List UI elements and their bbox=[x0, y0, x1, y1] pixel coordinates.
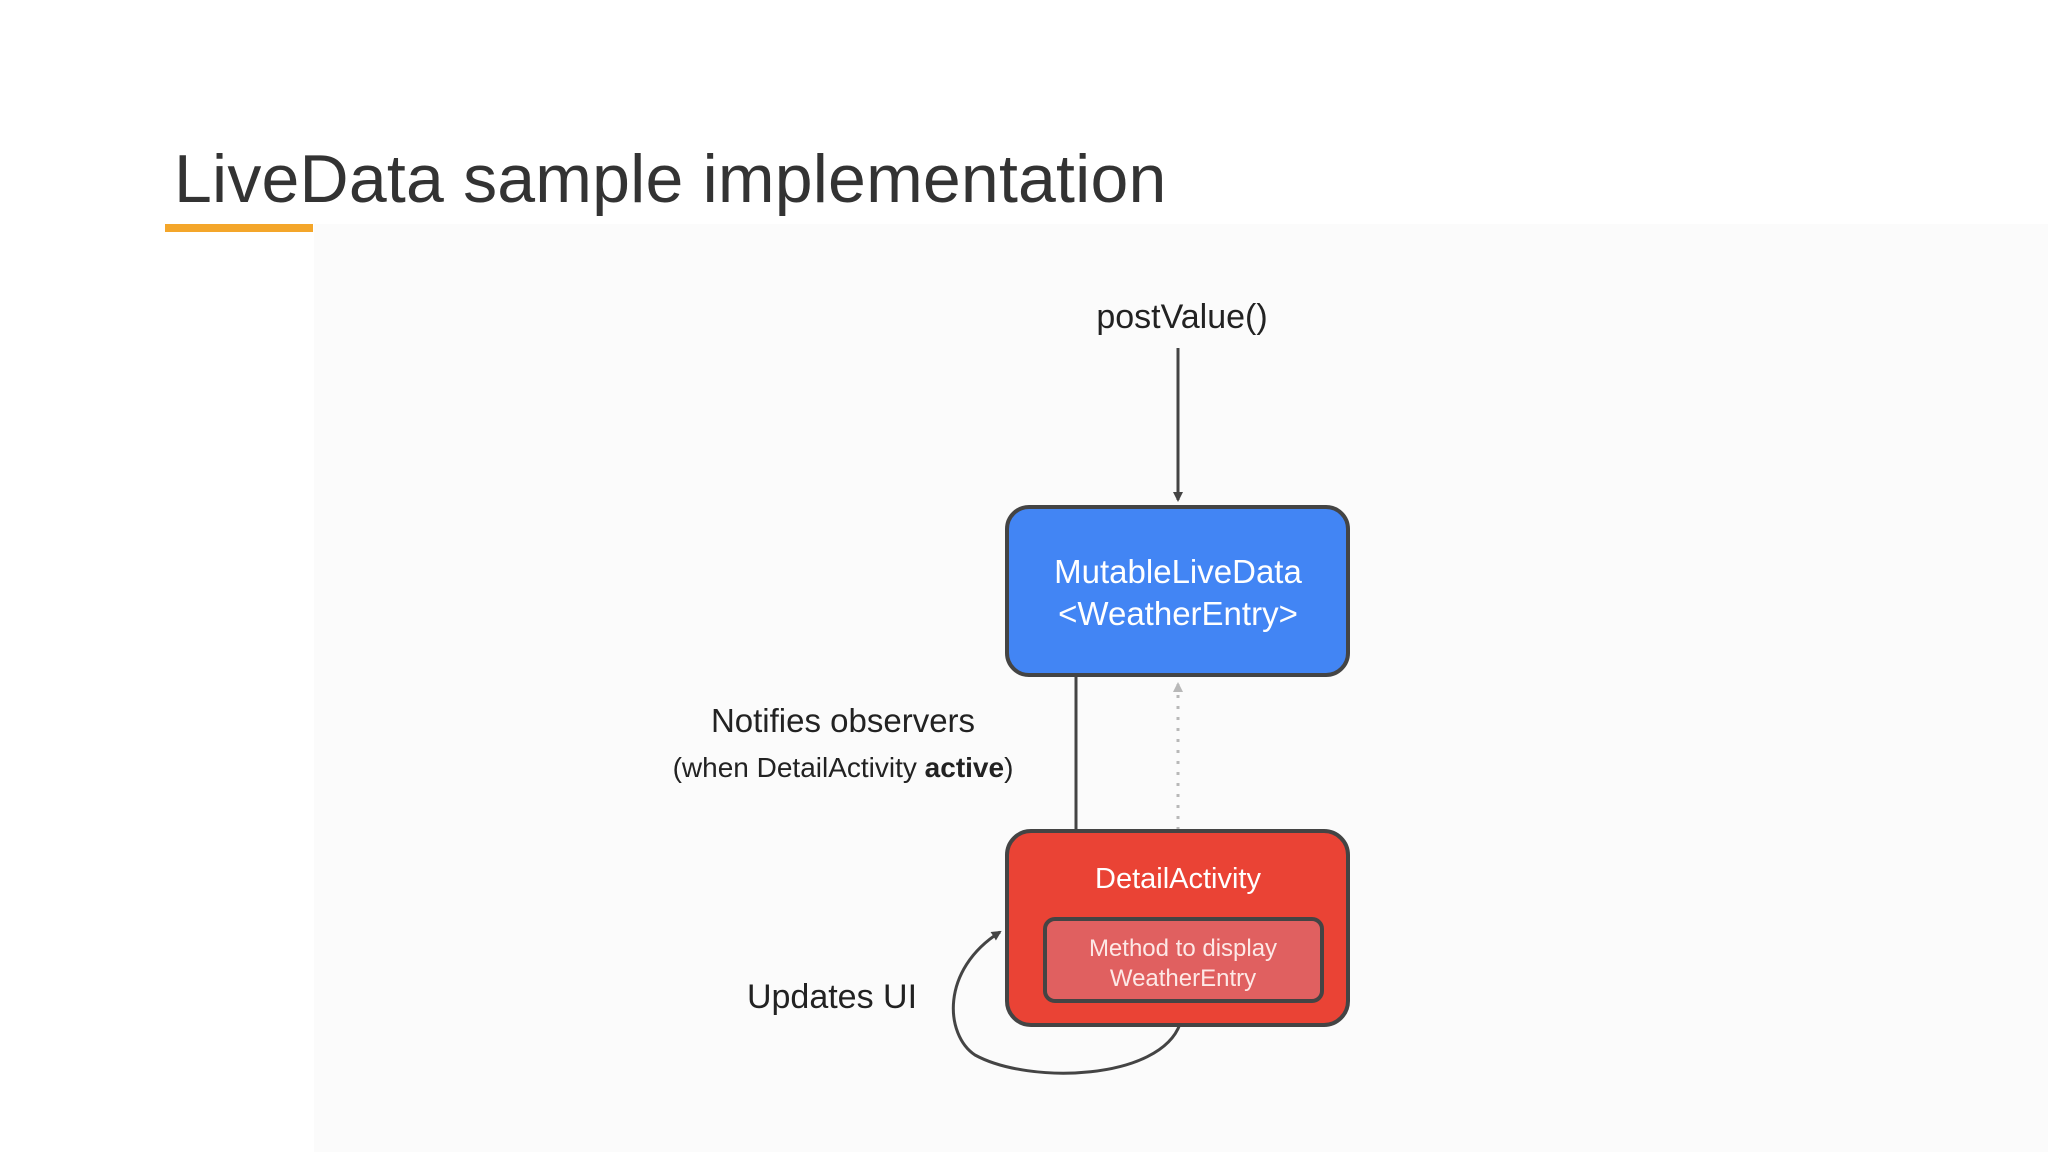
mutable-live-data-line2: <WeatherEntry> bbox=[1058, 595, 1298, 632]
detail-activity-label: DetailActivity bbox=[1095, 863, 1261, 895]
post-value-label: postValue() bbox=[1096, 298, 1267, 336]
method-display-box bbox=[1043, 917, 1324, 1003]
notifies-condition-bold: active bbox=[925, 752, 1004, 783]
method-display-line2: WeatherEntry bbox=[1110, 965, 1256, 992]
notifies-condition-label: (when DetailActivity active) bbox=[673, 752, 1014, 783]
method-display-line1: Method to display bbox=[1089, 935, 1277, 962]
updates-ui-loop-arrow bbox=[951, 930, 1182, 1075]
notifies-condition-suffix: ) bbox=[1004, 752, 1013, 783]
mutable-live-data-line1: MutableLiveData bbox=[1054, 553, 1302, 590]
updates-ui-label: Updates UI bbox=[747, 978, 917, 1016]
notifies-observers-label: Notifies observers bbox=[711, 702, 975, 739]
mutable-live-data-box bbox=[1005, 505, 1350, 677]
title-underline bbox=[165, 224, 313, 232]
slide-title: LiveData sample implementation bbox=[174, 141, 1167, 217]
notifies-condition-prefix: (when DetailActivity bbox=[673, 752, 925, 783]
